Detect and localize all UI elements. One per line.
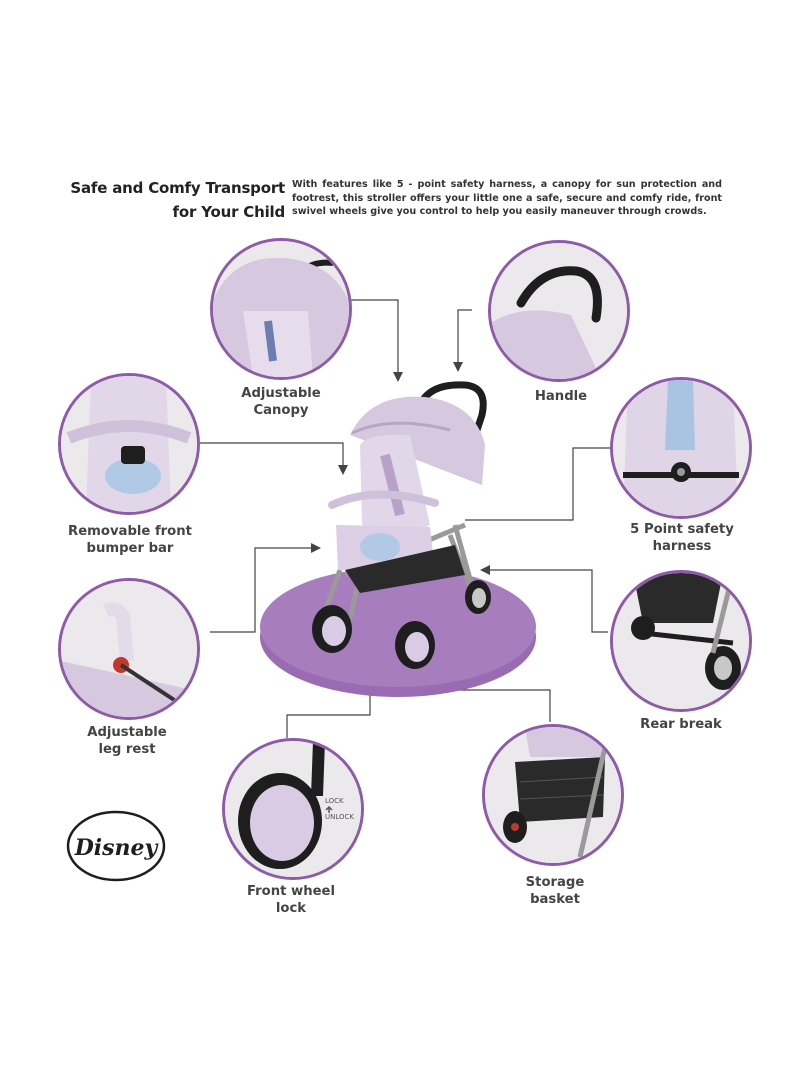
- storage-basket-photo: [482, 724, 624, 866]
- arrow-rear-brake: [480, 565, 490, 575]
- label-bumper-bar: Removable front bumper bar: [68, 524, 192, 556]
- unlock-mark: UNLOCK: [325, 813, 354, 821]
- arrow-legrest: [311, 543, 321, 553]
- harness-photo: [610, 377, 752, 519]
- arrow-canopy: [393, 372, 403, 382]
- title-line-1: Safe and Comfy Transport: [70, 179, 285, 197]
- label-canopy: Adjustable Canopy: [241, 386, 321, 418]
- label-leg-rest: Adjustable leg rest: [87, 725, 167, 757]
- canopy-photo: [210, 238, 352, 380]
- front-wheel-left: [312, 605, 352, 653]
- rear-brake-photo: [610, 570, 752, 712]
- leader-legrest: [210, 547, 316, 633]
- front-wheel-right: [395, 621, 435, 669]
- label-storage-basket: Storage basket: [525, 875, 585, 907]
- bumper-bar-photo: [58, 373, 200, 515]
- label-wheel-lock: Front wheel lock: [247, 884, 335, 916]
- arrow-bumper: [338, 465, 348, 475]
- stroller-illustration: [260, 381, 536, 697]
- feature-description: With features like 5 - point safety harn…: [292, 179, 722, 217]
- leader-harness: [465, 447, 617, 521]
- lock-arrow-icon: [325, 805, 333, 813]
- disney-logo-text: Disney: [74, 835, 160, 861]
- leader-handle: [457, 309, 472, 368]
- page-title: Safe and Comfy Transport for Your Child: [60, 176, 285, 224]
- wheel-lock-photo: LOCK UNLOCK: [222, 738, 364, 880]
- leader-bumper: [200, 442, 344, 470]
- leg-rest-photo: [58, 578, 200, 720]
- arrow-handle: [453, 362, 463, 372]
- leader-canopy: [340, 299, 399, 378]
- label-harness: 5 Point safety harness: [630, 522, 734, 554]
- lock-mark: LOCK: [325, 797, 344, 805]
- title-line-2: for Your Child: [172, 203, 286, 221]
- rear-wheel: [465, 580, 491, 614]
- handle-photo: [488, 240, 630, 382]
- disney-logo: Disney: [66, 810, 166, 882]
- label-rear-brake: Rear break: [640, 717, 722, 732]
- leader-rear-brake: [484, 569, 608, 633]
- label-handle: Handle: [534, 389, 588, 404]
